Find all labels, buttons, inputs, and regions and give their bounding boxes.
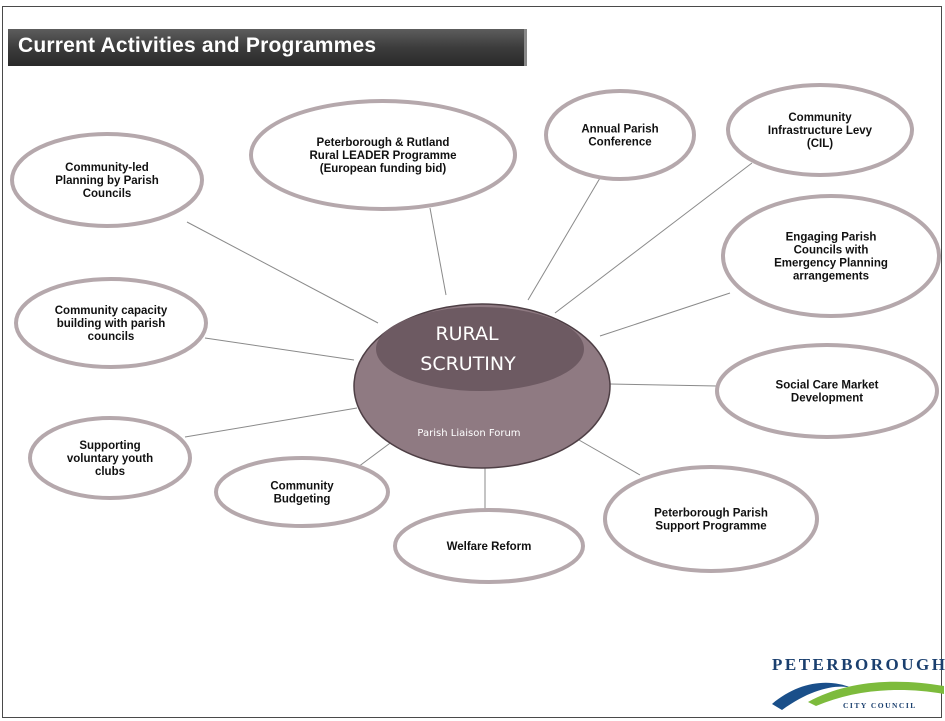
community-infrastructure-levy-connector [554, 162, 753, 314]
community-infrastructure-levy-label-line: (CIL) [807, 138, 833, 150]
community-capacity-building-label-line: building with parish [57, 318, 166, 330]
emergency-planning-ellipse [721, 194, 941, 318]
community-budgeting-label-line: Community [270, 481, 334, 493]
voluntary-youth-clubs-label-line: voluntary youth [67, 453, 153, 465]
center-inner-ellipse [376, 307, 584, 391]
emergency-planning-label-line: Engaging Parish [786, 232, 877, 244]
community-led-planning-ellipse [10, 132, 204, 228]
voluntary-youth-clubs-label-line: clubs [95, 466, 125, 478]
community-capacity-building-label-line: Community capacity [55, 305, 168, 317]
welfare-reform-ellipse [393, 508, 585, 584]
parish-support-programme-label-line: Peterborough Parish [654, 508, 768, 520]
logo-subtitle: CITY COUNCIL [843, 701, 917, 710]
leader-programme-label-line: Rural LEADER Programme [310, 150, 457, 162]
community-capacity-building-connector [204, 337, 355, 361]
annual-parish-conference-ellipse [544, 89, 696, 181]
social-care-market-label-line: Development [791, 393, 863, 405]
community-infrastructure-levy-ellipse [726, 83, 914, 177]
parish-support-programme-label-line: Support Programme [655, 521, 766, 533]
community-capacity-building-ellipse [14, 277, 208, 369]
parish-support-programme-ellipse [603, 465, 819, 573]
community-budgeting-ellipse [214, 456, 390, 528]
annual-parish-conference-connector [527, 177, 601, 301]
community-led-planning-label-line: Councils [83, 188, 132, 200]
emergency-planning-label-line: Emergency Planning [774, 258, 888, 270]
community-led-planning-label-line: Planning by Parish [55, 175, 159, 187]
community-led-planning-label-line: Community-led [65, 162, 149, 174]
emergency-planning-label-line: arrangements [793, 271, 869, 283]
community-infrastructure-levy-label-line: Community [788, 112, 852, 124]
leader-programme-ellipse [249, 99, 517, 211]
voluntary-youth-clubs-ellipse [28, 416, 192, 500]
community-infrastructure-levy-label-line: Infrastructure Levy [768, 125, 873, 137]
logo-name: PETERBOROUGH [772, 655, 945, 674]
community-budgeting-label-line: Budgeting [274, 494, 331, 506]
title-bar: Current Activities and Programmes [8, 29, 527, 66]
community-led-planning-connector [186, 221, 379, 324]
social-care-market-ellipse [715, 343, 939, 439]
leader-programme-connector [429, 207, 447, 296]
emergency-planning-label-line: Councils with [794, 245, 869, 257]
welfare-reform-label-line: Welfare Reform [447, 541, 532, 553]
logo-swoosh-icon [772, 681, 944, 710]
annual-parish-conference-label-line: Annual Parish [581, 124, 658, 136]
annual-parish-conference-label-line: Conference [588, 137, 651, 149]
emergency-planning-connector [599, 292, 731, 337]
voluntary-youth-clubs-label-line: Supporting [79, 440, 140, 452]
center-title-line2: SCRUTINY [420, 353, 516, 375]
community-capacity-building-label-line: councils [88, 331, 135, 343]
connectors [184, 162, 753, 511]
social-care-market-connector [609, 383, 718, 387]
slide-title: Current Activities and Programmes [18, 34, 377, 57]
node-welfare-reform: Welfare Reform [393, 508, 585, 584]
center-subtitle: Parish Liaison Forum [417, 428, 520, 439]
social-care-market-label-line: Social Care Market [776, 380, 879, 392]
center-title-line1: RURAL [435, 323, 499, 345]
leader-programme-label-line: Peterborough & Rutland [317, 137, 450, 149]
center-node: RURAL SCRUTINY Parish Liaison Forum [353, 303, 611, 469]
leader-programme-label-line: (European funding bid) [320, 163, 447, 175]
voluntary-youth-clubs-connector [184, 407, 358, 438]
slide-frame [2, 6, 942, 718]
